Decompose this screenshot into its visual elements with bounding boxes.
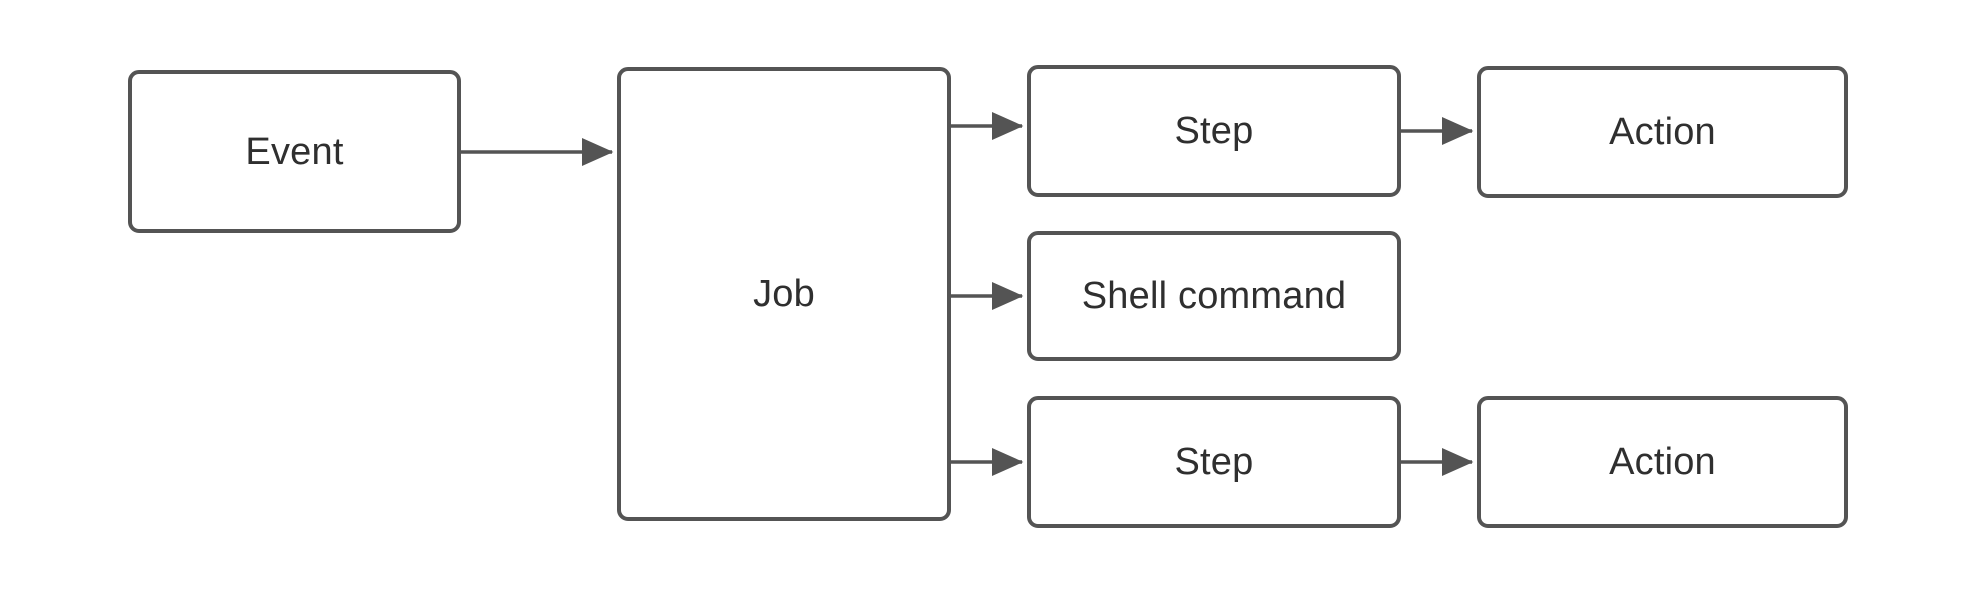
node-shell-command-label: Shell command: [1081, 275, 1347, 317]
node-action-top[interactable]: Action: [1477, 66, 1848, 198]
node-step-top[interactable]: Step: [1027, 65, 1401, 197]
node-action-bottom[interactable]: Action: [1477, 396, 1848, 528]
node-step-bottom-label: Step: [1174, 441, 1254, 483]
node-action-top-label: Action: [1609, 111, 1716, 153]
node-step-top-label: Step: [1174, 110, 1254, 152]
node-event-label: Event: [245, 130, 344, 173]
node-job-label: Job: [753, 273, 815, 315]
node-event[interactable]: Event: [128, 70, 461, 233]
node-step-bottom[interactable]: Step: [1027, 396, 1401, 528]
node-job[interactable]: Job: [617, 67, 951, 521]
node-shell-command[interactable]: Shell command: [1027, 231, 1401, 361]
node-action-bottom-label: Action: [1609, 441, 1716, 483]
